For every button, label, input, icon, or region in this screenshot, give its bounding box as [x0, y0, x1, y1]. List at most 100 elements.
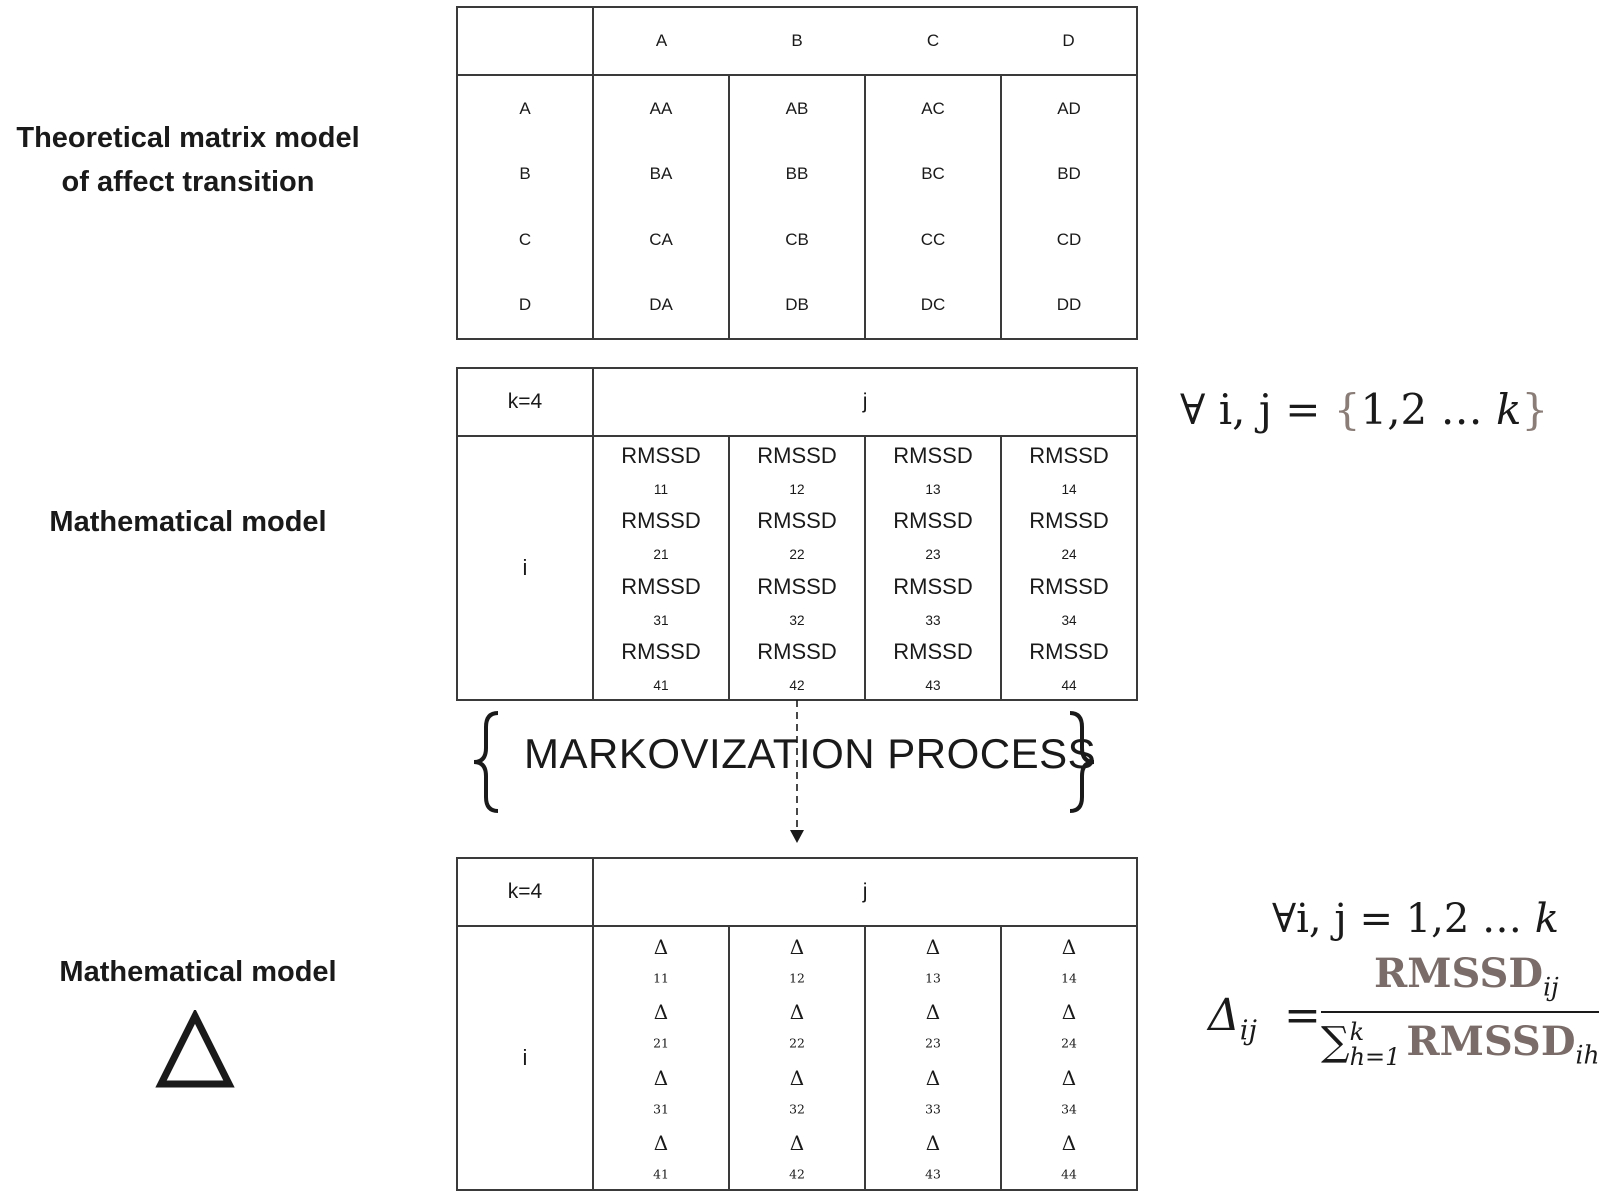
k-corner-cell: k=4: [457, 368, 594, 437]
matrix-cell: BD: [1057, 164, 1081, 184]
matrix-cell: AB: [785, 98, 809, 118]
math-model-label-2: Mathematical model: [59, 956, 337, 988]
delta-symbol-icon: [155, 1010, 235, 1088]
matrix-column-b: AB BB CB DB: [729, 75, 866, 339]
right-brace-icon: [1069, 711, 1095, 813]
index-domain-formula: ∀ i, j = {1,2 … k}: [1180, 385, 1549, 434]
matrix-column-d: AD BD CD DD: [1001, 75, 1137, 339]
row-label-a: A: [519, 98, 531, 118]
matrix-cell: AD: [1057, 98, 1081, 118]
row-label-b: B: [519, 164, 531, 184]
matrix-cell: AC: [921, 98, 945, 118]
matrix-column-c: AC BC CC DC: [865, 75, 1002, 339]
matrix-column-a: AA BA CA DA: [593, 75, 730, 339]
matrix-cell: DA: [649, 295, 673, 315]
matrix-cell: CB: [785, 229, 809, 249]
row-label-d: D: [518, 295, 532, 315]
equals-sign: =: [1284, 990, 1321, 1041]
i-row-header: i: [457, 436, 594, 700]
j-header: j: [593, 368, 1138, 437]
markovization-process-label: MARKOVIZATION PROCESS: [524, 730, 1097, 777]
left-brace-icon: [473, 711, 499, 813]
matrix-cell: BC: [921, 164, 945, 184]
table-body-row: A B C D AA BA CA DA AB BB CB DB: [457, 75, 1137, 339]
matrix-cell: DC: [920, 295, 946, 315]
col-header-d: D: [1001, 7, 1137, 76]
theoretical-model-label: Theoretical matrix model of affect trans…: [0, 116, 376, 204]
matrix-cell: CA: [649, 229, 673, 249]
table-header-row: k=4 j: [457, 858, 1138, 927]
matrix-cell: BB: [785, 164, 809, 184]
arrow-head-icon: [790, 830, 804, 843]
row-label-c: C: [518, 229, 532, 249]
i-row-header: i: [457, 926, 594, 1190]
row-labels: A B C D: [457, 75, 594, 339]
theoretical-matrix-table: A B C D A B C D AA BA CA DA AB BB: [456, 6, 1138, 340]
matrix-cell: DB: [785, 295, 809, 315]
theoretical-label-line2: of affect transition: [61, 166, 315, 198]
col-header-c: C: [865, 7, 1001, 76]
delta-lhs: Δij: [1208, 990, 1257, 1047]
matrix-cell: AA: [649, 98, 673, 118]
table-header-row: k=4 j: [457, 368, 1138, 437]
math-model-label-1: Mathematical model: [49, 506, 327, 538]
index-domain-formula-2: ∀i, j = 1,2 … k: [1272, 896, 1560, 942]
col-header-b: B: [729, 7, 865, 76]
theoretical-label-line1: Theoretical matrix model: [16, 122, 360, 154]
corner-cell: [457, 7, 594, 76]
j-header: j: [593, 858, 1138, 927]
fraction-numerator: RMSSDij: [1374, 950, 1559, 1002]
table-header-row: A B C D: [457, 7, 1137, 76]
k-corner-cell: k=4: [457, 858, 594, 927]
col-header-a: A: [593, 7, 729, 76]
matrix-cell: BA: [649, 164, 673, 184]
